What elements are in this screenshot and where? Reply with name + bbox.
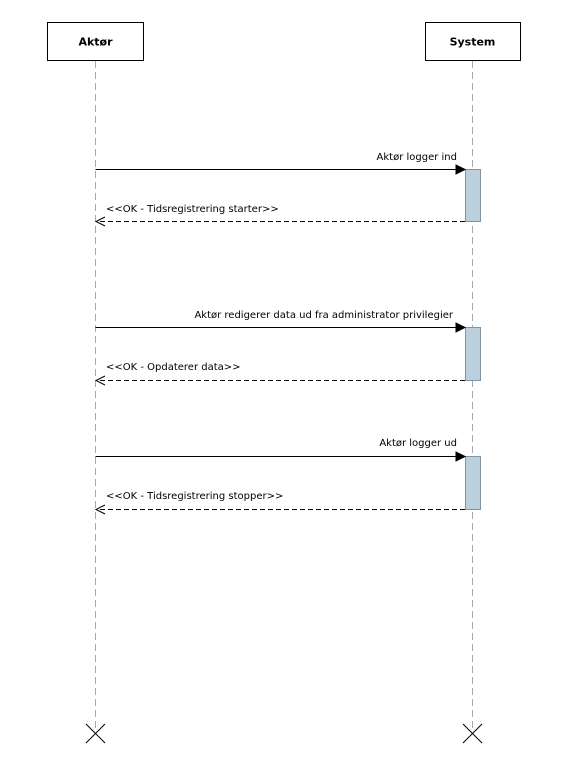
message-label: Aktør logger ud [379,438,457,449]
message-label: <<OK - Opdaterer data>> [106,362,241,373]
destroy-icon [85,723,106,744]
destroy-icon [462,723,483,744]
message-return-logout: <<OK - Tidsregistrering stopper>> [94,491,465,515]
participant-system[interactable]: System [425,22,521,61]
message-label: <<OK - Tidsregistrering starter>> [106,204,279,215]
message-label: Aktør redigerer data ud fra administrato… [194,310,453,321]
participant-actor[interactable]: Aktør [47,22,144,61]
open-arrowhead-icon [94,504,106,515]
message-label: <<OK - Tidsregistrering stopper>> [106,491,283,502]
participant-label-actor: Aktør [78,36,113,49]
participant-label-system: System [450,36,496,49]
message-label: Aktør logger ind [377,152,457,163]
arrowhead-icon [455,451,467,462]
activation-bar [465,169,481,222]
arrowhead-icon [455,322,467,333]
open-arrowhead-icon [94,375,106,386]
open-arrowhead-icon [94,216,106,227]
message-call-logout: Aktør logger ud [95,438,467,462]
message-call-edit: Aktør redigerer data ud fra administrato… [95,310,467,333]
arrowhead-icon [455,164,467,175]
activation-bar [465,327,481,381]
participant-box-actor [47,22,144,61]
message-return-login: <<OK - Tidsregistrering starter>> [94,204,465,227]
activation-bar [465,456,481,510]
message-call-login: Aktør logger ind [95,152,467,175]
participant-box-system [425,22,521,61]
message-return-edit: <<OK - Opdaterer data>> [94,362,465,386]
